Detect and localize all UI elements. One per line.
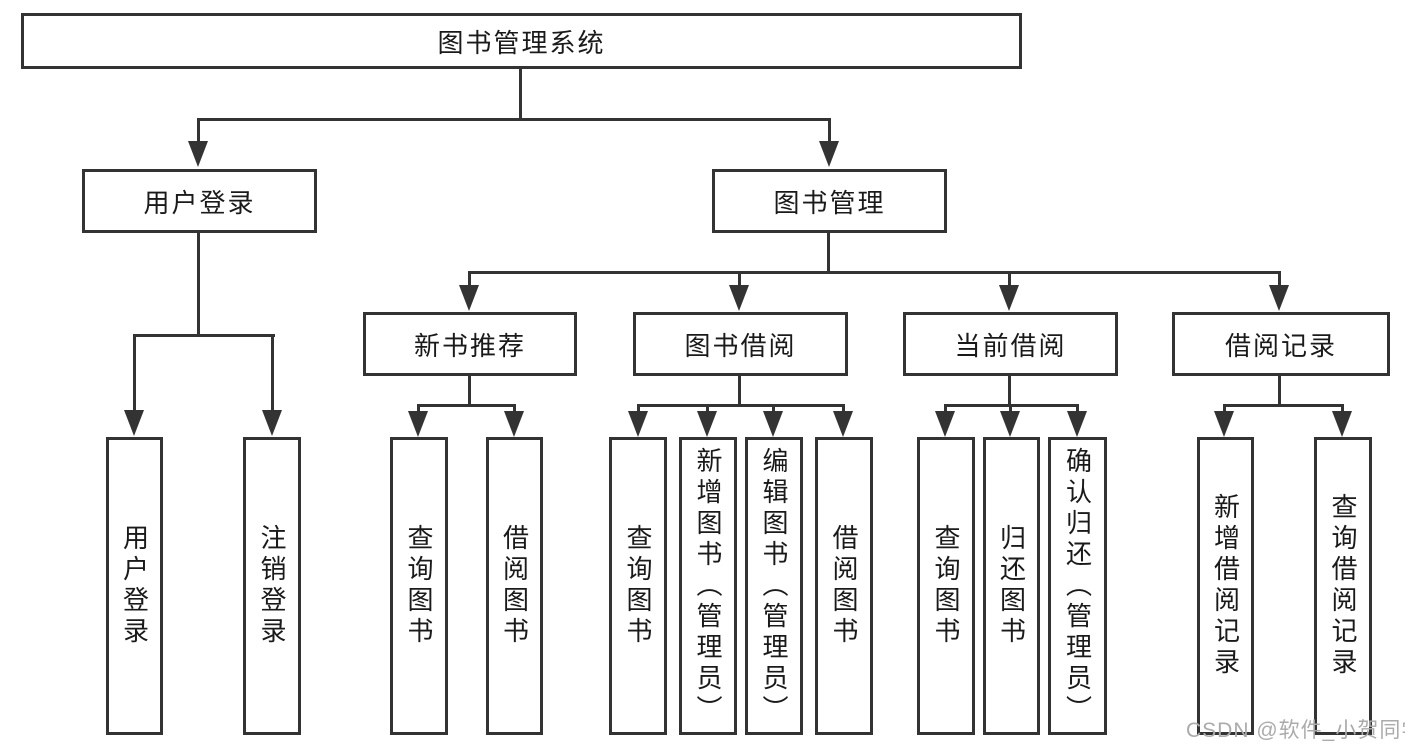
- arrow-down-icon: [763, 411, 783, 437]
- connector-stem: [738, 271, 741, 289]
- connector-user-login-trunk: [197, 232, 200, 337]
- connector-stem: [513, 404, 516, 416]
- node-book-management: 图书管理: [712, 169, 947, 233]
- leaf-current-return-books: 归还图书: [983, 437, 1040, 735]
- node-borrowing-records: 借阅记录: [1172, 312, 1390, 376]
- arrow-down-icon: [1067, 411, 1087, 437]
- connector-stem: [637, 404, 640, 416]
- connector-root-trunk: [519, 68, 522, 121]
- connector-recommend-trunk: [468, 375, 471, 407]
- leaf-recommend-borrow-books: 借阅图书: [486, 437, 543, 735]
- connector-recommend-rail: [417, 404, 516, 407]
- connector-stem: [842, 404, 845, 416]
- connector-records-trunk: [1278, 375, 1281, 407]
- node-book-borrowing: 图书借阅: [633, 312, 848, 376]
- connector-stem: [706, 404, 709, 416]
- connector-level2-rail: [197, 118, 831, 121]
- connector-stem: [944, 404, 947, 416]
- node-current-borrowing: 当前借阅: [903, 312, 1118, 376]
- leaf-borrow-query-books: 查询图书: [609, 437, 667, 735]
- node-new-book-recommend: 新书推荐: [363, 312, 577, 376]
- node-user-login: 用户登录: [82, 169, 317, 233]
- arrow-down-icon: [504, 411, 524, 437]
- connector-stem: [772, 404, 775, 416]
- arrow-down-icon: [262, 410, 282, 436]
- arrow-down-icon: [999, 285, 1019, 311]
- arrow-down-icon: [124, 410, 144, 436]
- connector-stem: [1076, 404, 1079, 416]
- leaf-borrow-edit-books-admin: 编辑图书（管理员）: [745, 437, 803, 735]
- leaf-logout: 注销登录: [243, 437, 301, 735]
- arrow-down-icon: [697, 411, 717, 437]
- leaf-borrow-add-books-admin: 新增图书（管理员）: [679, 437, 737, 735]
- connector-stem: [133, 334, 136, 414]
- connector-stem: [1223, 404, 1226, 416]
- connector-stem: [828, 118, 831, 144]
- connector-stem: [468, 271, 471, 289]
- leaf-borrow-borrow-books: 借阅图书: [815, 437, 873, 735]
- leaf-current-confirm-return-admin: 确认归还（管理员）: [1048, 437, 1107, 735]
- arrow-down-icon: [833, 411, 853, 437]
- connector-book-mgmt-trunk: [827, 232, 830, 274]
- arrow-down-icon: [1214, 411, 1234, 437]
- arrow-down-icon: [935, 411, 955, 437]
- arrow-down-icon: [188, 141, 208, 167]
- leaf-current-query-books: 查询图书: [917, 437, 975, 735]
- connector-level3-rail: [468, 271, 1281, 274]
- connector-stem: [1278, 271, 1281, 289]
- leaf-records-add-record: 新增借阅记录: [1197, 437, 1254, 735]
- csdn-watermark: CSDN @软件_小贺同学: [1186, 719, 1405, 742]
- leaf-recommend-query-books: 查询图书: [390, 437, 448, 735]
- connector-user-login-rail: [133, 334, 275, 337]
- arrow-down-icon: [1000, 411, 1020, 437]
- connector-stem: [197, 118, 200, 144]
- connector-stem: [1008, 271, 1011, 289]
- arrow-down-icon: [819, 141, 839, 167]
- connector-records-rail: [1223, 404, 1344, 407]
- connector-stem: [1341, 404, 1344, 416]
- arrow-down-icon: [628, 411, 648, 437]
- arrow-down-icon: [459, 285, 479, 311]
- connector-stem: [271, 334, 274, 414]
- connector-current-trunk: [1008, 375, 1011, 407]
- node-root-system: 图书管理系统: [21, 13, 1022, 69]
- leaf-records-query-record: 查询借阅记录: [1314, 437, 1372, 735]
- arrow-down-icon: [408, 411, 428, 437]
- arrow-down-icon: [729, 285, 749, 311]
- arrow-down-icon: [1332, 411, 1352, 437]
- connector-stem: [417, 404, 420, 416]
- connector-borrow-trunk: [738, 375, 741, 407]
- connector-stem: [1009, 404, 1012, 416]
- leaf-user-login: 用户登录: [106, 437, 163, 735]
- connector-borrow-rail: [637, 404, 845, 407]
- arrow-down-icon: [1269, 285, 1289, 311]
